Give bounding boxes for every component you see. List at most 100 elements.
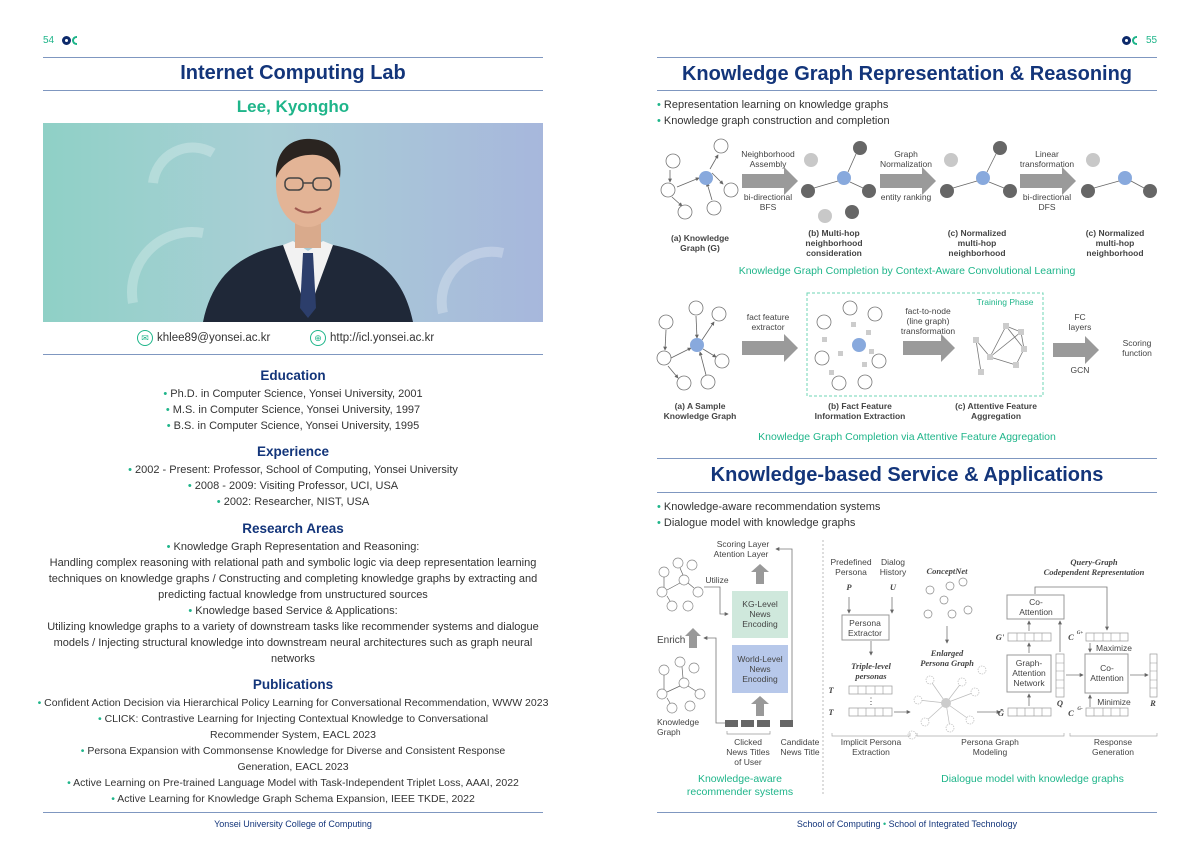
diagram-label: Encoding — [742, 674, 778, 684]
diagram-label: KG-Level — [742, 599, 778, 609]
page-title: Internet Computing Lab — [180, 62, 406, 84]
publications-heading: Publications — [252, 677, 334, 692]
logo-icon — [62, 36, 77, 45]
publication-item: Confident Action Decision via Hierarchic… — [18, 695, 568, 711]
divider — [657, 812, 1157, 813]
diagram-label: Enlarged — [930, 648, 964, 658]
diagram-label: News Titles — [726, 747, 769, 757]
education-heading: Education — [260, 368, 326, 383]
education-section: Education Ph.D. in Computer Science, Yon… — [43, 367, 543, 434]
diagram-label: Attention — [1019, 607, 1053, 617]
diagram-label: Persona — [835, 567, 867, 577]
bullet: Dialogue model with knowledge graphs — [657, 517, 855, 529]
diagram-label: Co- — [1029, 597, 1043, 607]
diagram-label: neighborhood — [948, 248, 1005, 258]
mail-icon: ✉ — [137, 330, 153, 346]
math-symbol: G' — [996, 632, 1005, 642]
diagram-label: News — [749, 609, 770, 619]
diagram-label: FC — [1074, 312, 1085, 322]
figure-caption: Knowledge Graph Completion via Attentive… — [758, 431, 1056, 443]
professor-name: Lee, Kyongho — [236, 97, 350, 116]
diagram-label: Encoding — [742, 619, 778, 629]
diagram-label: extractor — [751, 322, 784, 332]
figure-caption: Dialogue model with knowledge graphs — [941, 773, 1124, 785]
diagram-label: Linear — [1035, 149, 1059, 159]
diagram-label: Candidate — [781, 737, 820, 747]
diagram-label: of User — [734, 757, 762, 767]
diagram-label: News — [749, 664, 770, 674]
publication-item: Persona Expansion with Commonsense Knowl… — [18, 743, 568, 775]
diagram-label: Aggregation — [971, 411, 1021, 421]
footer-school-tech: School of Integrated Technology — [888, 819, 1018, 829]
website-contact[interactable]: ⊕ http://icl.yonsei.ac.kr — [310, 330, 434, 346]
divider — [43, 812, 543, 813]
divider — [657, 458, 1157, 459]
section-title-kg: Knowledge Graph Representation & Reasoni… — [681, 63, 1133, 85]
diagram-label: multi-hop — [1096, 238, 1135, 248]
research-heading: Research Areas — [242, 521, 344, 536]
diagram-label: bi-directional — [744, 192, 792, 202]
diagram-label: World-Level — [737, 654, 782, 664]
diagram-label: Persona Graph — [920, 658, 974, 668]
diagram-label: Neighborhood — [741, 149, 795, 159]
email-contact[interactable]: ✉ khlee89@yonsei.ac.kr — [137, 330, 270, 346]
divider — [43, 354, 543, 355]
diagram-label: Enrich — [657, 635, 685, 646]
diagram-label: News Title — [780, 747, 819, 757]
website-link[interactable]: http://icl.yonsei.ac.kr — [330, 332, 435, 344]
section-title-service: Knowledge-based Service & Applications — [710, 464, 1104, 486]
globe-icon: ⊕ — [310, 330, 326, 346]
email-link[interactable]: khlee89@yonsei.ac.kr — [157, 332, 271, 344]
diagram-label: Extractor — [848, 628, 882, 638]
research-title: Knowledge Graph Representation and Reaso… — [43, 539, 543, 555]
math-symbol: C — [1068, 632, 1074, 642]
diagram-label: Persona Graph — [961, 737, 1019, 747]
diagram-label: Generation — [1092, 747, 1134, 757]
diagram-label: personas — [854, 671, 887, 681]
publication-item: Active Learning on Pre-trained Language … — [18, 775, 568, 791]
research-desc: Handling complex reasoning with relation… — [48, 557, 538, 601]
page-number-left: 54 — [43, 35, 55, 46]
diagram-label: Information Extraction — [815, 411, 906, 421]
divider — [657, 492, 1157, 493]
diagram-label: fact feature — [747, 312, 790, 322]
diagram-label: DFS — [1039, 202, 1056, 212]
diagram-label: (c) Normalized — [948, 228, 1007, 238]
diagram-label: Implicit Persona — [841, 737, 902, 747]
diagram-label: Knowledge — [657, 717, 699, 727]
bullet: Representation learning on knowledge gra… — [657, 99, 888, 111]
math-symbol: G- — [1077, 707, 1083, 712]
diagram-label: Clicked — [734, 737, 762, 747]
list-item: M.S. in Computer Science, Yonsei Univers… — [43, 402, 543, 418]
math-symbol: T — [828, 707, 834, 717]
diagram-label: neighborhood — [1086, 248, 1143, 258]
diagram-label: (b) Multi-hop — [808, 228, 859, 238]
diagram-label: multi-hop — [958, 238, 997, 248]
divider — [43, 90, 543, 91]
dots: ⋮ — [867, 696, 876, 706]
divider — [657, 57, 1157, 58]
diagram-label: Network — [1013, 678, 1045, 688]
diagram-label: Graph — [894, 149, 918, 159]
diagram-label: (line graph) — [907, 316, 950, 326]
figure-caption: Knowledge-aware recommender systems — [660, 773, 820, 799]
diagram-label: ConceptNet — [926, 566, 968, 576]
diagram-label: layers — [1069, 322, 1092, 332]
math-symbol: R — [1149, 698, 1156, 708]
diagram-label: transformation — [1020, 159, 1075, 169]
diagram-label: consideration — [806, 248, 862, 258]
diagram-label: Scoring Layer — [717, 539, 770, 549]
divider — [657, 90, 1157, 91]
diagram-label: Dialog — [881, 557, 905, 567]
diagram-label: Persona — [849, 618, 881, 628]
diagram-label: (c) Attentive Feature — [955, 401, 1037, 411]
caption-line: recommender systems — [686, 786, 794, 798]
list-item: 2002 - Present: Professor, School of Com… — [43, 462, 543, 478]
diagram-label: Codependent Representation — [1044, 567, 1145, 577]
diagram-label: Minimize — [1097, 697, 1131, 707]
list-item: 2008 - 2009: Visiting Professor, UCI, US… — [43, 478, 543, 494]
publication-item: CLICK: Contrastive Learning for Injectin… — [18, 711, 568, 743]
